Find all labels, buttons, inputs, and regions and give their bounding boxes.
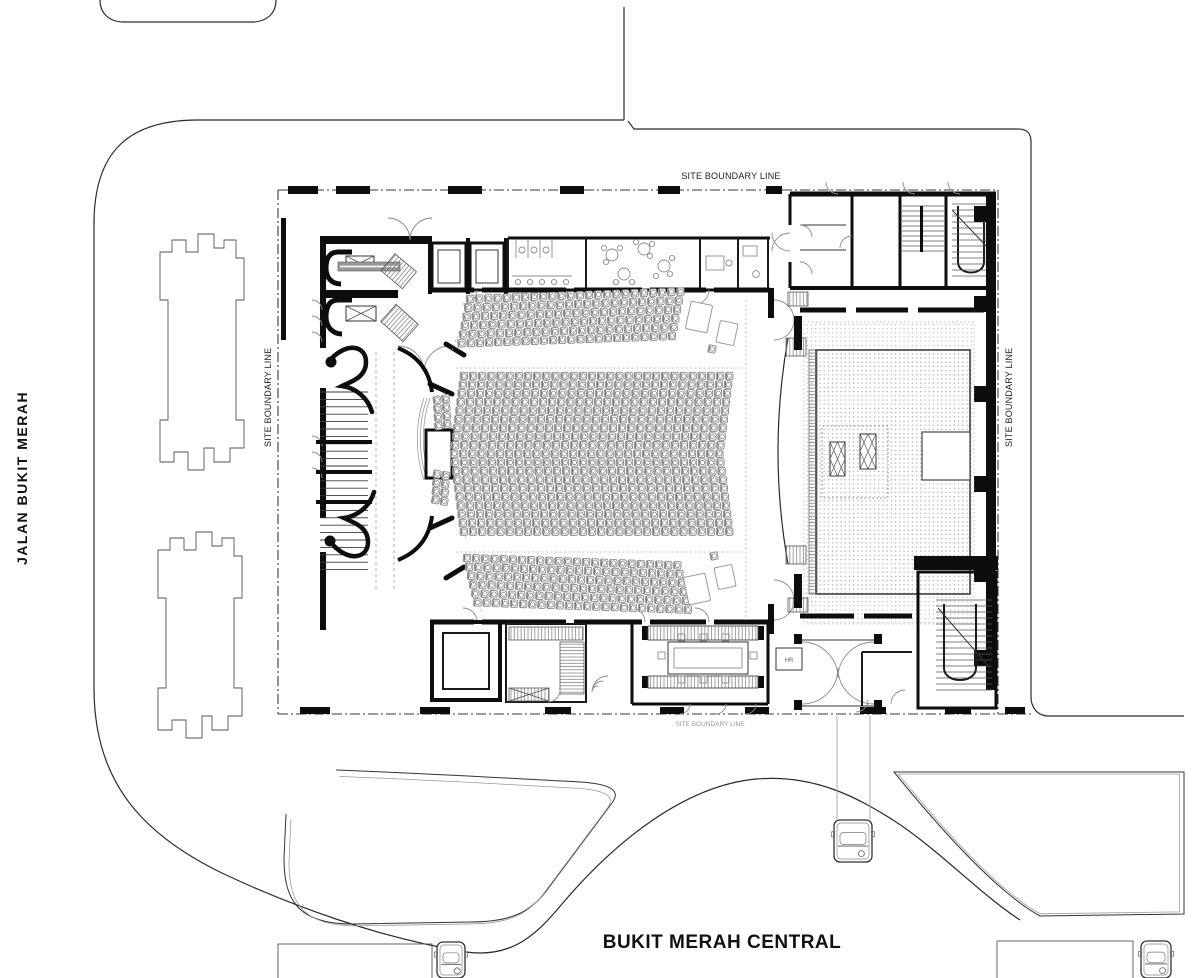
conference-chairs xyxy=(657,633,758,684)
adjacent-tower-north-outline xyxy=(159,233,245,471)
loose-seat xyxy=(709,551,719,561)
south-building-west xyxy=(277,943,433,978)
seating-section-side-north xyxy=(432,393,452,431)
northwest-stair-block xyxy=(323,217,451,373)
stage-platform-insert xyxy=(921,431,971,481)
stair-flight-upper xyxy=(380,253,418,290)
north-rooms xyxy=(430,236,770,292)
boundary-label-north: SITE BOUNDARY LINE xyxy=(681,171,780,181)
north-wall-piers xyxy=(288,186,782,194)
multipurpose-room xyxy=(630,622,770,715)
car-southeast xyxy=(1138,940,1174,978)
seating-section-south-bank xyxy=(462,553,693,615)
foyer-horn-walls xyxy=(324,345,434,562)
northeast-service-block xyxy=(771,181,996,290)
driveway-island-north xyxy=(99,0,277,23)
road-label-bukit-merah-central: BUKIT MERAH CENTRAL xyxy=(603,932,842,953)
orchestra-front-arc xyxy=(777,337,789,565)
vehicles xyxy=(434,819,1174,978)
small-wc xyxy=(742,245,760,278)
hr-room xyxy=(775,647,803,671)
kerb-north-east xyxy=(627,120,1184,717)
adjacent-tower-south-outline xyxy=(157,531,243,739)
stair-flight-lower xyxy=(380,303,419,343)
kerb-jalan-bukit-merah xyxy=(93,119,1021,954)
west-wall xyxy=(311,236,326,630)
entrance-walkway xyxy=(836,716,871,820)
entrance-vestibule: HR xyxy=(775,634,882,710)
stage-lift-zone xyxy=(821,425,889,499)
column-south xyxy=(324,535,336,547)
boundary-label-east: SITE BOUNDARY LINE xyxy=(1004,348,1014,447)
swing-doors-inner xyxy=(801,667,875,705)
passenger-lifts xyxy=(428,238,508,294)
boundary-wall-segment xyxy=(281,218,286,340)
south-building-east xyxy=(996,940,1134,978)
car-plaza xyxy=(831,819,875,863)
hr-room-label: HR xyxy=(785,658,794,664)
ne-exterior-doors xyxy=(825,181,961,195)
seating-section-main-bank xyxy=(449,371,734,536)
site-boundary xyxy=(277,189,1034,715)
loose-seat xyxy=(707,344,717,354)
operable-wall-north xyxy=(647,625,759,641)
toilet-fixtures xyxy=(512,240,572,286)
east-wall xyxy=(974,194,996,690)
wheelchair-platform xyxy=(683,572,711,606)
boundary-label-west: SITE BOUNDARY LINE xyxy=(263,348,273,447)
wheelchair-platform xyxy=(713,564,737,590)
boundary-label-south: SITE BOUNDARY LINE xyxy=(675,721,745,728)
operable-wall-south xyxy=(647,675,759,689)
stage-edge-steps xyxy=(808,349,818,595)
stage-floor-lifts xyxy=(829,433,877,477)
plan-labels: JALAN BUKIT MERAH BUKIT MERAH CENTRAL SI… xyxy=(14,171,1014,953)
ne-corridor-doors xyxy=(771,232,791,252)
southwest-rooms xyxy=(430,620,609,703)
southeast-stair-block xyxy=(855,556,998,713)
south-wall-piers xyxy=(300,707,1025,714)
wheelchair-platform xyxy=(685,300,713,334)
column-north xyxy=(325,356,337,368)
apron-stair-south xyxy=(785,545,807,565)
conference-table xyxy=(667,641,749,675)
aisle-guides xyxy=(451,293,747,620)
ne-stair-east xyxy=(951,203,991,277)
island-southwest xyxy=(283,769,616,927)
lounge-furniture xyxy=(600,238,676,286)
site-context xyxy=(93,0,1185,978)
office-desk xyxy=(705,255,733,271)
road-label-jalan-bukit-merah: JALAN BUKIT MERAH xyxy=(14,391,30,565)
car-southwest xyxy=(434,941,468,978)
island-southeast xyxy=(892,771,1185,917)
stage xyxy=(777,291,984,625)
auditorium-seating xyxy=(430,287,739,615)
wheelchair-platform xyxy=(715,320,739,346)
theatre-building: HR xyxy=(288,181,1025,715)
lobby-north-doors xyxy=(387,217,433,241)
seating-section-north-bank xyxy=(457,287,685,348)
grand-stair xyxy=(316,352,395,592)
